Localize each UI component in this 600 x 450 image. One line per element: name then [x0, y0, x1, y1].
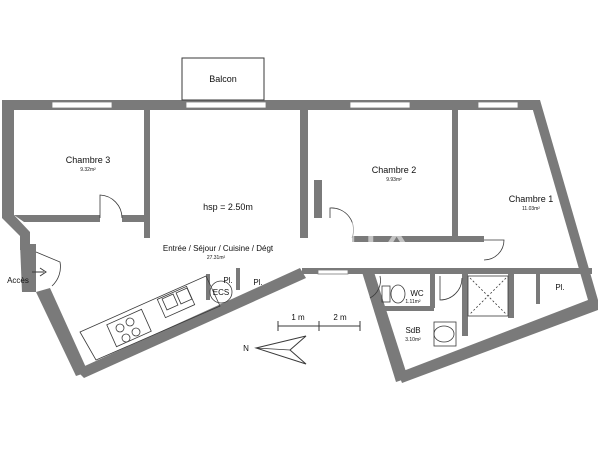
room-area-sejour: 27.31m²: [207, 255, 226, 261]
wall-shower-right: [508, 274, 514, 318]
scale-bar: 1 m 2 m: [277, 313, 361, 331]
kitchen: [79, 275, 233, 361]
window-balcon: [185, 101, 267, 109]
room-name-sejour: Entrée / Séjour / Cuisine / Dégt: [163, 244, 274, 253]
label-placard-2: Pl.: [253, 278, 262, 287]
door-chambre1: [483, 239, 505, 261]
door-entry: [35, 251, 61, 287]
wall-placard-right: [536, 274, 540, 304]
wall-ch3-sejour: [144, 110, 150, 238]
room-name-chambre3: Chambre 3: [66, 155, 111, 165]
balcony-outline: [181, 57, 265, 101]
wall-ch3-bottom: [14, 215, 100, 222]
wall-bottom-right: [398, 300, 598, 383]
window-chambre3: [51, 101, 113, 109]
wall-kitchen-outer: [36, 288, 88, 376]
wall-left: [2, 100, 30, 250]
wall-ch3-bottom-right: [122, 215, 150, 222]
door-sdb: [369, 275, 381, 299]
window-sejour: [317, 269, 349, 275]
kitchen-counter: [79, 275, 221, 361]
doors: [35, 194, 505, 301]
label-placard-1: Pl.: [223, 276, 232, 285]
wall-shower-left: [462, 274, 468, 336]
room-name-chambre2: Chambre 2: [372, 165, 417, 175]
door-wc: [439, 276, 463, 301]
window-chambre1: [477, 101, 519, 109]
ecs-tank: [209, 280, 233, 304]
wall-wc-bottom: [378, 306, 434, 311]
room-area-chambre3: 9.32m²: [80, 167, 96, 173]
north-label: N: [243, 344, 249, 353]
wall-kitchen-bottom: [76, 268, 306, 378]
bathroom-fixtures: [381, 275, 509, 347]
arrow-acces-icon: [32, 267, 47, 277]
room-name-balcon: Balcon: [209, 74, 237, 84]
hob: [106, 308, 152, 348]
room-name-wc: WC: [410, 289, 424, 298]
wall-ch1-bottom: [458, 236, 484, 242]
wall-sejour-ch2: [300, 110, 308, 238]
room-area-sdb: 3.10m²: [405, 337, 421, 343]
wall-ch2-left-lower: [314, 180, 322, 218]
wall-corridor-right: [540, 268, 592, 274]
room-name-chambre1: Chambre 1: [509, 194, 554, 204]
north-arrow-icon: N: [243, 335, 307, 365]
sink: [156, 285, 196, 319]
door-chambre2: [329, 207, 354, 239]
door-chambre3: [99, 194, 123, 219]
scale-label-1m: 1 m: [291, 313, 305, 322]
wall-ch2-bottom: [352, 236, 452, 242]
ceiling-height: hsp = 2.50m: [203, 202, 253, 212]
wall-entry: [20, 244, 36, 292]
shower: [467, 275, 509, 317]
washbasin: [433, 325, 455, 343]
room-area-chambre1: 11.03m²: [522, 206, 540, 212]
room-area-wc: 1.11m²: [405, 299, 421, 305]
wall-bath-left: [362, 272, 408, 382]
walls: [2, 100, 598, 383]
wall-kitchen-pl: [236, 268, 240, 290]
label-ecs: ECS: [213, 288, 229, 297]
windows: [51, 101, 519, 275]
label-placard-3: Pl.: [555, 283, 564, 292]
wall-right-diagonal: [530, 100, 598, 300]
wall-ch2-ch1: [452, 110, 458, 242]
window-chambre2: [349, 101, 411, 109]
toilet: [390, 284, 406, 304]
watermark: MTX: [328, 216, 412, 254]
wall-corridor-lower: [302, 268, 542, 274]
room-area-chambre2: 9.93m²: [386, 177, 402, 183]
label-acces: Accès: [7, 276, 29, 285]
wall-wc-right: [430, 274, 435, 308]
room-name-sdb: SdB: [405, 326, 420, 335]
wall-ecs-left: [206, 274, 210, 300]
scale-label-2m: 2 m: [333, 313, 347, 322]
